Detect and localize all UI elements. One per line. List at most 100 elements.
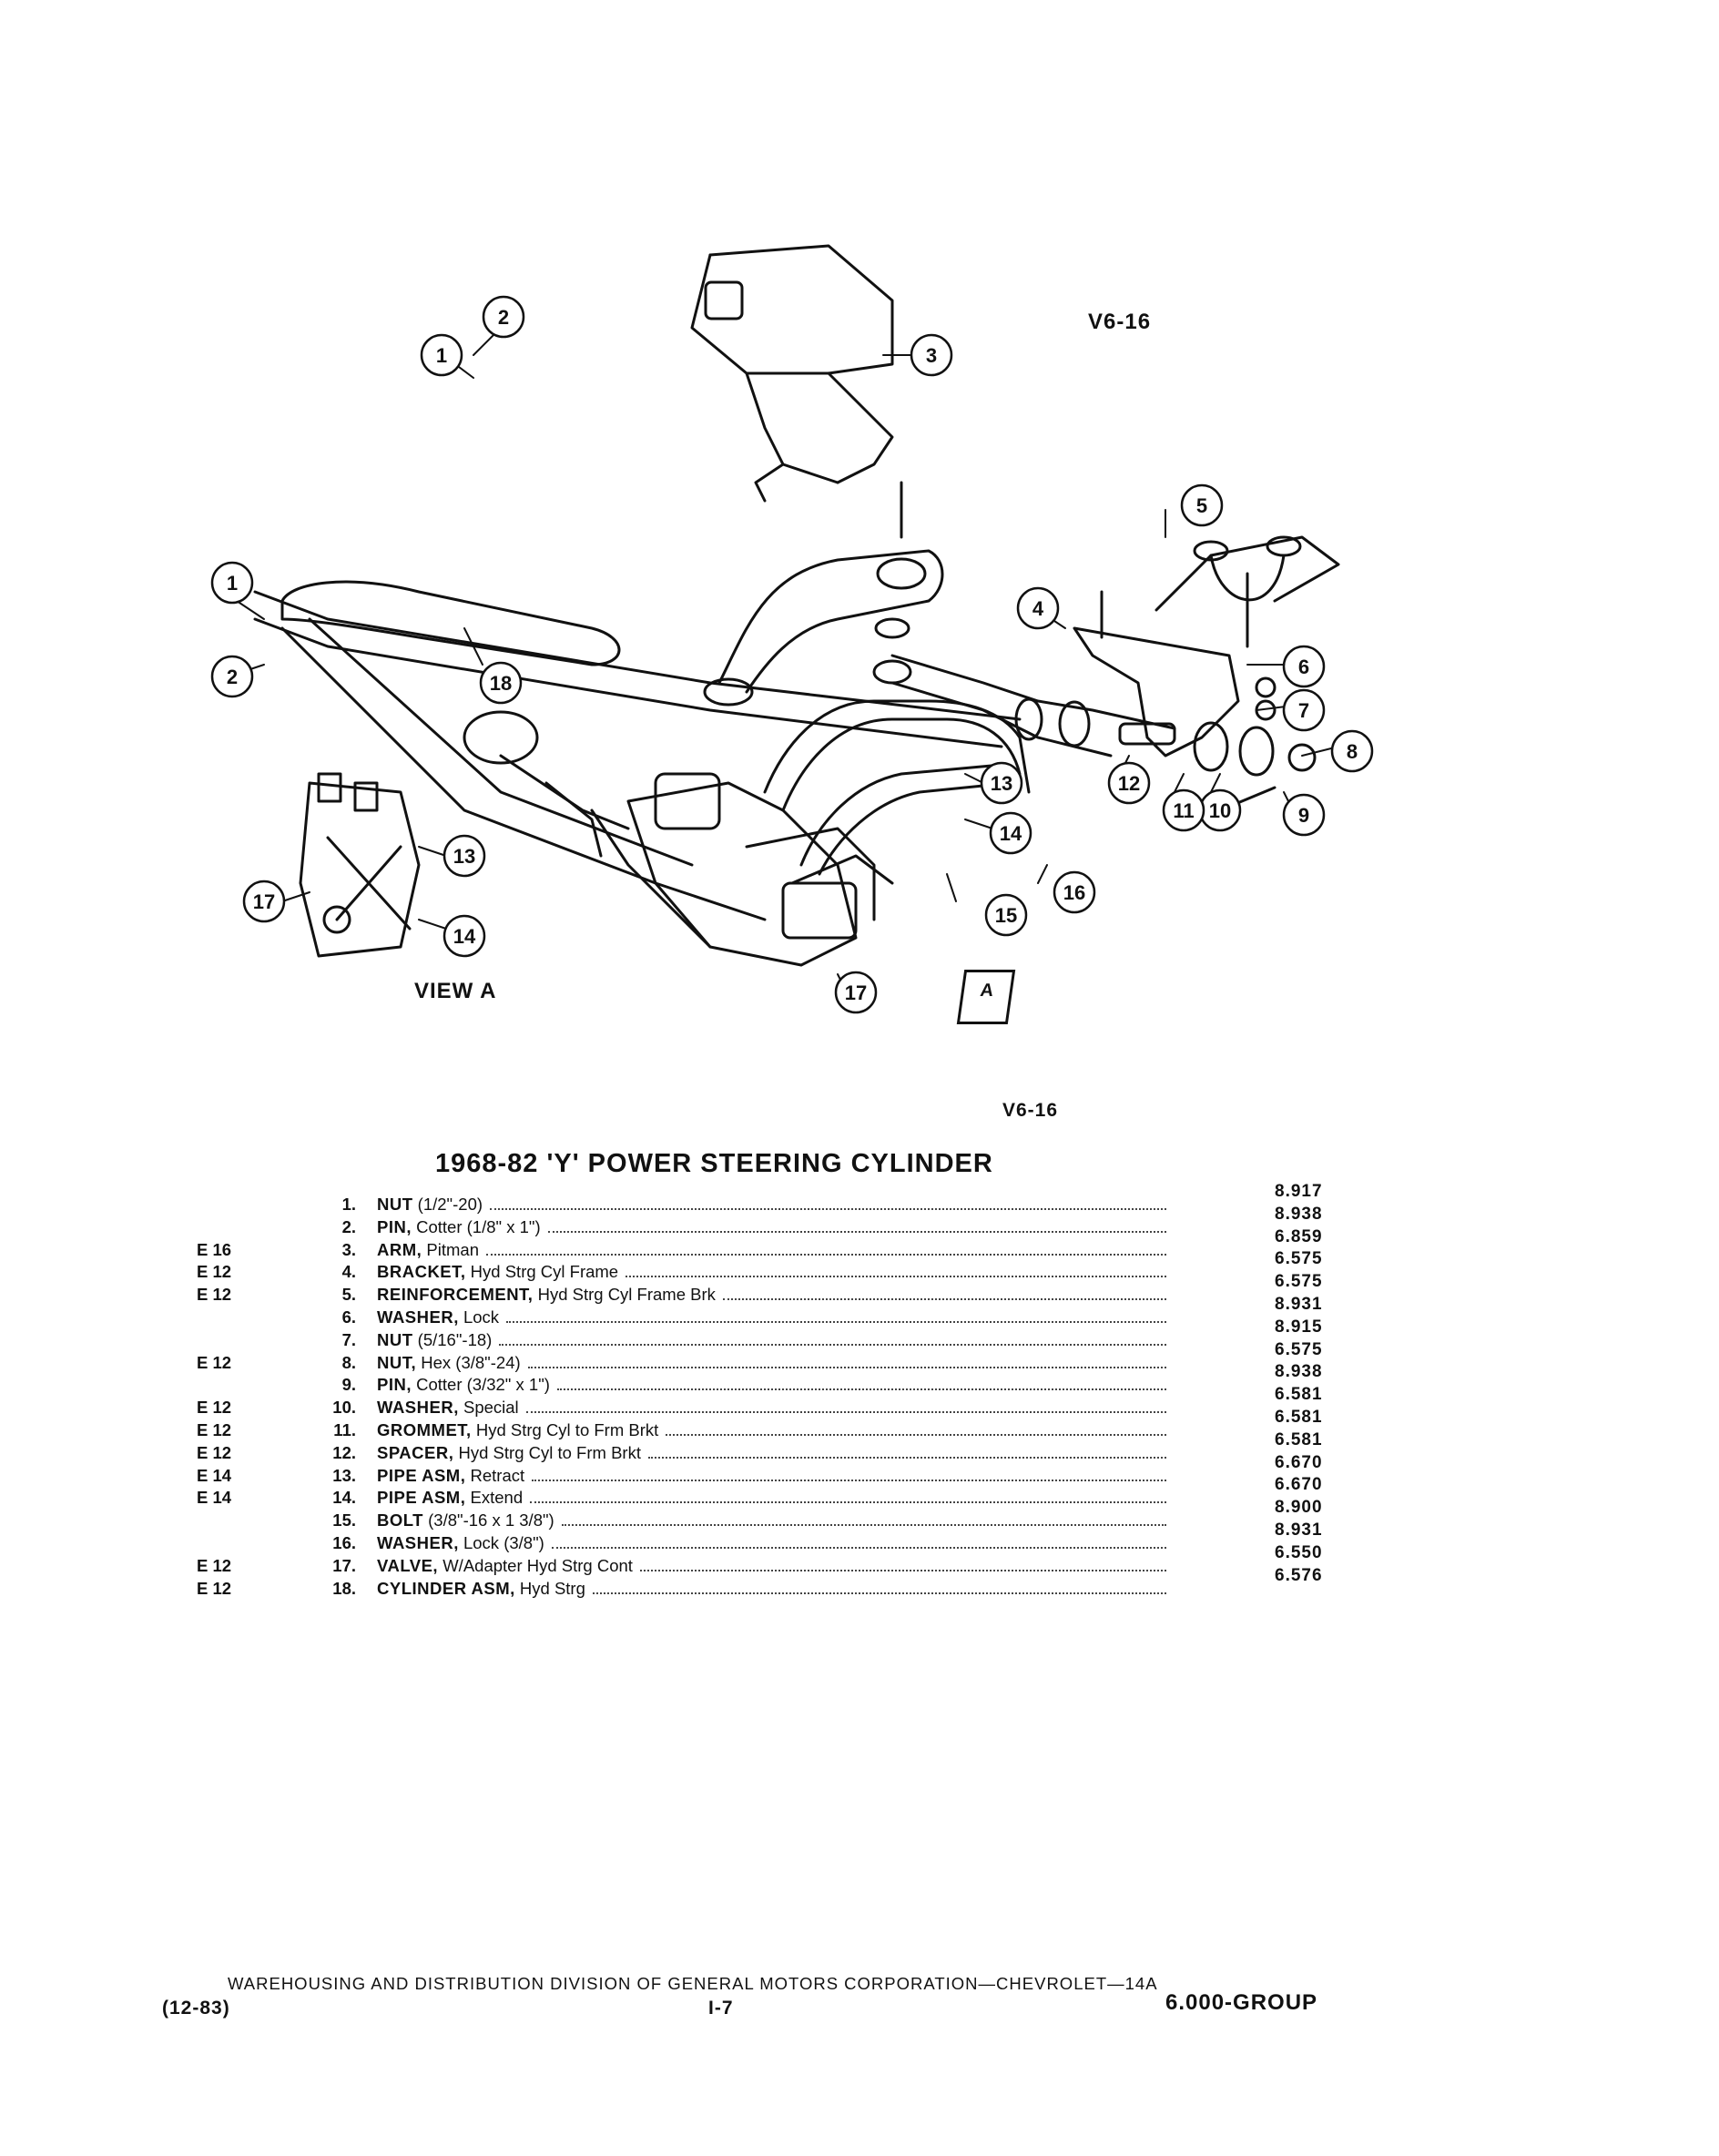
dot-leader — [526, 1410, 1166, 1414]
dot-leader — [552, 1546, 1166, 1549]
group-number: 8.938 — [1275, 1204, 1323, 1224]
group-number: 8.915 — [1275, 1317, 1323, 1337]
item-description: REINFORCEMENT, Hyd Strg Cyl Frame Brk — [377, 1285, 716, 1305]
item-number: 2. — [341, 1216, 356, 1236]
dot-leader — [486, 1253, 1166, 1256]
item-number: 5. — [341, 1285, 356, 1305]
catalog-code: E 12 — [197, 1442, 232, 1462]
item-name: VALVE, — [377, 1555, 439, 1575]
callout-number: 14 — [453, 925, 476, 948]
item-detail: Hyd Strg Cyl Frame — [465, 1262, 619, 1282]
dot-leader — [506, 1320, 1166, 1323]
item-name: WASHER, — [377, 1398, 459, 1418]
group-number: 6.550 — [1275, 1542, 1323, 1562]
item-name: SPACER, — [377, 1442, 454, 1462]
catalog-code: E 12 — [197, 1352, 232, 1372]
callout-number: 9 — [1298, 804, 1309, 827]
item-description: WASHER, Special — [377, 1398, 519, 1418]
item-number: 9. — [341, 1375, 356, 1395]
item-detail: Hyd Strg Cyl to Frm Brkt — [453, 1442, 641, 1462]
catalog-code: E 12 — [197, 1398, 232, 1418]
callout-number: 7 — [1298, 699, 1309, 722]
parts-list-row: 2.PIN, Cotter (1/8" x 1")8.938 — [197, 1205, 1353, 1240]
catalog-code: E 12 — [197, 1578, 232, 1598]
group-number: 6.575 — [1275, 1272, 1323, 1292]
callout-number: 14 — [1000, 822, 1022, 845]
item-detail: Special — [458, 1398, 519, 1418]
parts-list-row: 16.WASHER, Lock (3/8")8.931 — [197, 1520, 1353, 1556]
item-number: 1. — [341, 1195, 356, 1214]
item-detail: W/Adapter Hyd Strg Cont — [438, 1555, 633, 1575]
mounting-hardware-drawing — [1014, 676, 1317, 812]
dot-leader — [723, 1297, 1166, 1301]
dot-leader — [490, 1207, 1166, 1210]
item-detail: Hyd Strg Cyl to Frm Brkt — [471, 1419, 659, 1439]
item-description: PIPE ASM, Extend — [377, 1488, 523, 1508]
item-number: 3. — [341, 1239, 356, 1259]
item-detail: Cotter (3/32" x 1") — [411, 1375, 550, 1395]
footer-date: (12-83) — [162, 1998, 230, 2019]
item-name: REINFORCEMENT, — [377, 1285, 534, 1305]
group-number: 8.900 — [1275, 1498, 1323, 1518]
group-number: 6.575 — [1275, 1339, 1323, 1359]
item-detail: Retract — [465, 1465, 525, 1485]
item-description: ARM, Pitman — [377, 1240, 479, 1260]
figure-tag-bottom: V6-16 — [1002, 1100, 1059, 1121]
dot-leader — [640, 1569, 1166, 1571]
item-detail: Lock — [458, 1307, 500, 1327]
item-number: 15. — [332, 1510, 356, 1531]
callout-number: 1 — [227, 572, 238, 595]
item-description: NUT (1/2"-20) — [377, 1195, 483, 1215]
dot-leader — [499, 1343, 1166, 1346]
item-detail: Lock (3/8") — [458, 1532, 544, 1552]
parts-list-row: 1. NUT (1/2"-20) 8.917 — [197, 1182, 1353, 1217]
item-detail: (5/16"-18) — [412, 1329, 493, 1349]
catalog-code: E 14 — [197, 1488, 232, 1508]
item-name: PIN, — [377, 1375, 412, 1395]
item-name: NUT — [377, 1195, 413, 1214]
item-number: 14. — [332, 1488, 356, 1508]
dot-leader — [532, 1479, 1166, 1481]
item-number: 12. — [332, 1442, 356, 1462]
group-number: 6.670 — [1275, 1475, 1323, 1495]
callout-number: 3 — [926, 344, 937, 367]
item-description: BOLT (3/8"-16 x 1 3/8") — [377, 1510, 554, 1531]
item-description: GROMMET, Hyd Strg Cyl to Frm Brkt — [377, 1420, 658, 1440]
dot-leader — [626, 1275, 1166, 1278]
item-description: WASHER, Lock — [377, 1307, 499, 1327]
catalog-code: E 12 — [197, 1419, 232, 1439]
view-a-arrow: A — [956, 970, 1016, 1024]
catalog-code: E 12 — [197, 1285, 232, 1305]
item-description: PIN, Cotter (3/32" x 1") — [377, 1375, 550, 1395]
group-number: 6.859 — [1275, 1226, 1323, 1246]
hydraulic-pipes-drawing — [763, 654, 1176, 876]
catalog-code: E 12 — [197, 1262, 232, 1282]
item-name: PIPE ASM, — [377, 1465, 466, 1485]
callout-number: 8 — [1347, 740, 1358, 763]
dot-leader — [530, 1500, 1166, 1504]
item-name: ARM, — [377, 1239, 422, 1259]
callout-circles — [210, 295, 1374, 1014]
item-detail: Hyd Strg Cyl Frame Brk — [533, 1285, 716, 1305]
item-detail: Pitman — [422, 1239, 479, 1259]
item-number: 18. — [332, 1578, 356, 1598]
group-number: 8.917 — [1275, 1182, 1323, 1201]
item-number: 7. — [341, 1329, 356, 1349]
parts-list-row: 7.NUT (5/16"-18)8.915 — [197, 1317, 1353, 1353]
item-name: PIN, — [377, 1216, 412, 1236]
callout-number: 16 — [1063, 881, 1085, 904]
item-description: SPACER, Hyd Strg Cyl to Frm Brkt — [377, 1443, 641, 1463]
item-name: BRACKET, — [377, 1262, 466, 1282]
callout-number: 4 — [1032, 597, 1044, 620]
footer-page-number: I-7 — [708, 1998, 734, 2019]
